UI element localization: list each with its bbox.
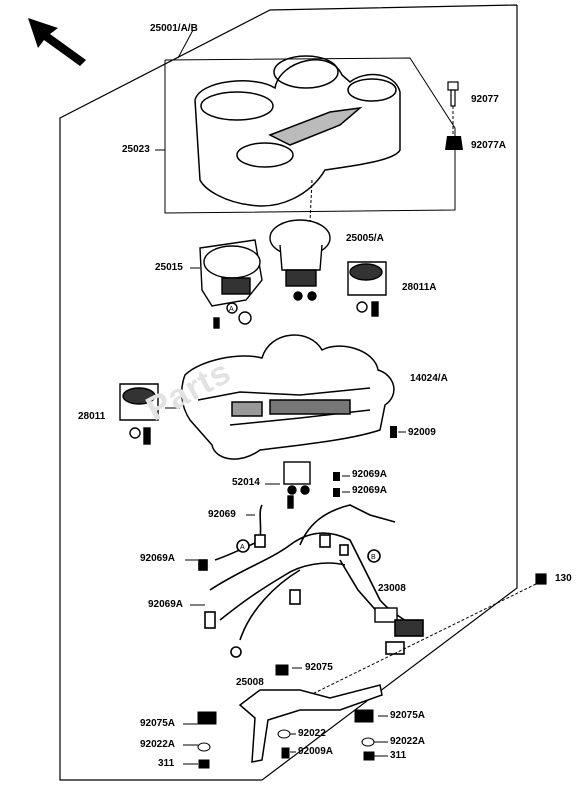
label-92009: 92009: [408, 427, 436, 438]
screw-92077-icon: [447, 81, 459, 107]
label-92069a-2: 92069A: [352, 485, 388, 496]
bulb-92069a-icon: [333, 472, 340, 497]
small-gauge-right: [347, 261, 387, 317]
label-28011: 28011: [78, 411, 106, 422]
harness-circle-b: B: [371, 554, 376, 561]
tachometer-meter: [269, 219, 331, 301]
label-25008: 25008: [236, 677, 264, 688]
grommet-92009-icon: [390, 426, 397, 438]
label-130: 130: [555, 573, 572, 584]
leader-bolt-130: [289, 583, 537, 706]
bracket-mounts: [197, 664, 375, 769]
upper-case-frame: [164, 57, 456, 214]
label-25023: 25023: [122, 144, 150, 155]
label-92075a-right: 92075A: [390, 710, 426, 721]
label-92077a: 92077A: [471, 140, 507, 151]
direction-arrow-icon: [28, 18, 86, 66]
frame-leader-25001: [177, 29, 194, 59]
label-92069a-1: 92069A: [352, 469, 388, 480]
grommet-92077a-icon: [445, 136, 463, 150]
speedo-circle-label: A: [229, 306, 234, 313]
label-92075: 92075: [305, 662, 333, 673]
label-14024: 14024/A: [410, 373, 448, 384]
label-311-left: 311: [158, 758, 175, 769]
assembly-frame: [59, 4, 518, 781]
bolt-130-icon: [535, 573, 547, 585]
label-92022: 92022: [298, 728, 326, 739]
switch-52014: [283, 461, 311, 509]
upper-meter-case: [194, 55, 401, 207]
label-25015: 25015: [155, 262, 183, 273]
label-92022a-left: 92022A: [140, 739, 176, 750]
bracket-25008: [238, 684, 383, 763]
label-92069a-4: 92069A: [148, 599, 184, 610]
label-92009a: 92009A: [298, 746, 334, 757]
harness-circle-a: A: [240, 544, 245, 551]
small-gauge-left: [119, 383, 159, 445]
label-311-right: 311: [390, 750, 407, 761]
label-28011a: 28011A: [402, 282, 437, 293]
label-leaders: [155, 149, 406, 765]
label-92069: 92069: [208, 509, 236, 520]
wire-harness: [198, 504, 424, 658]
speedometer-meter: [199, 239, 263, 329]
label-92077: 92077: [471, 94, 499, 105]
label-52014: 52014: [232, 477, 260, 488]
lower-meter-case: [180, 334, 395, 460]
label-25001: 25001/A/B: [150, 23, 198, 34]
label-25005: 25005/A: [346, 233, 384, 244]
label-92022a-right: 92022A: [390, 736, 426, 747]
leader-tach: [309, 179, 313, 223]
label-23008: 23008: [378, 583, 406, 594]
label-92069a-3: 92069A: [140, 553, 176, 564]
label-92075a-left: 92075A: [140, 718, 176, 729]
